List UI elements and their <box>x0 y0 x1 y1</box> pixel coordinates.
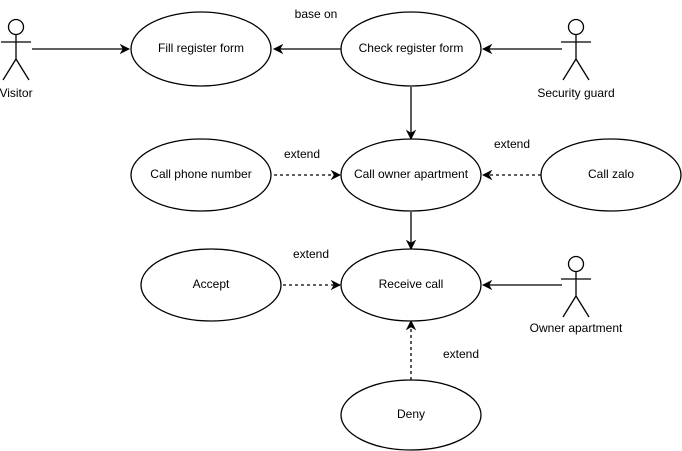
label-extend-phone: extend <box>284 147 320 161</box>
svg-text:Receive call: Receive call <box>379 277 444 291</box>
actor-label: Owner apartment <box>530 321 623 335</box>
label-extend-zalo: extend <box>494 137 530 151</box>
svg-text:Fill register form: Fill register form <box>158 41 244 55</box>
actor-visitor[interactable]: Visitor <box>0 18 33 101</box>
actor-security-guard[interactable]: Security guard <box>537 18 615 101</box>
svg-text:Check register form: Check register form <box>359 41 464 55</box>
svg-text:Accept: Accept <box>193 277 230 291</box>
stick-figure-icon <box>561 255 591 318</box>
use-case-accept[interactable]: Accept <box>140 248 282 322</box>
use-case-receive-call[interactable]: Receive call <box>340 248 482 322</box>
svg-text:Call zalo: Call zalo <box>588 167 634 181</box>
label-extend-deny: extend <box>443 347 479 361</box>
use-case-call-owner-apartment[interactable]: Call owner apartment <box>340 138 482 212</box>
use-case-call-zalo[interactable]: Call zalo <box>540 138 682 212</box>
label-base-on: base on <box>295 7 338 21</box>
label-extend-accept: extend <box>293 247 329 261</box>
use-case-check-register-form[interactable]: Check register form <box>340 11 482 87</box>
svg-text:Deny: Deny <box>397 407 425 421</box>
stick-figure-icon <box>1 18 31 81</box>
svg-text:Call owner apartment: Call owner apartment <box>354 167 469 181</box>
svg-text:Call phone number: Call phone number <box>150 167 251 181</box>
actor-label: Security guard <box>537 86 614 100</box>
actor-owner-apartment[interactable]: Owner apartment <box>530 255 623 336</box>
use-case-fill-register-form[interactable]: Fill register form <box>130 11 272 87</box>
use-case-call-phone-number[interactable]: Call phone number <box>130 138 272 212</box>
use-case-deny[interactable]: Deny <box>340 379 482 451</box>
actor-label: Visitor <box>0 86 33 100</box>
stick-figure-icon <box>561 18 591 81</box>
